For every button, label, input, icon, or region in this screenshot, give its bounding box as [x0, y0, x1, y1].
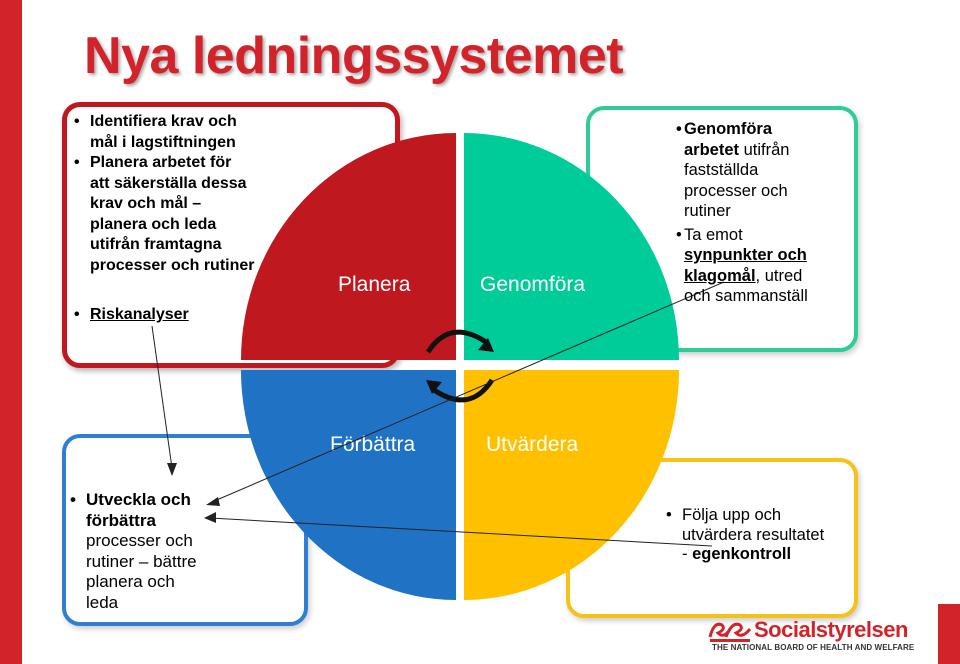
label-forbattra: Förbättra [330, 433, 416, 456]
genomfora-b1-line1: Genomföra [684, 120, 773, 138]
genomfora-text: •Genomföra arbetet utifrån fastställda p… [676, 119, 851, 307]
forbattra-line6: leda [86, 592, 119, 612]
quadrant-genomfora [464, 133, 679, 360]
genomfora-b1-line3: fastställda [684, 161, 759, 179]
bullet-icon: • [74, 154, 80, 171]
genomfora-b1-line5: rutiner [684, 202, 731, 220]
bullet-icon: • [74, 113, 80, 130]
logo-tagline: THE NATIONAL BOARD OF HEALTH AND WELFARE [712, 643, 915, 652]
genomfora-b1-line4: processer och [684, 181, 788, 200]
logo-name: Socialstyrelsen [754, 617, 908, 642]
cycle-arrow-top [425, 329, 488, 354]
forbattra-line1: Utveckla och [86, 490, 191, 509]
cycle-arrow-bottom-head [426, 380, 442, 394]
riskanalyser-label: Riskanalyser [90, 306, 189, 323]
genomfora-b2-line2: synpunkter och [684, 246, 807, 264]
forbattra-line3: processer och [86, 531, 193, 550]
label-utvardera: Utvärdera [486, 433, 579, 456]
planera-b2-line1-bold: Planera arbetet [90, 154, 206, 171]
forbattra-line4: rutiner – bättre [86, 551, 197, 571]
connector-arrowhead-left-1 [206, 497, 220, 506]
planera-b2-line6: processer och rutiner [90, 256, 255, 274]
utvardera-text: • Följa upp och utvärdera resultatet - eg… [666, 506, 858, 565]
planera-b1-line1: Identifiera krav och [90, 113, 237, 130]
planera-b2-line5: utifrån framtagna [90, 236, 222, 253]
connector-arrowhead-left-2 [204, 512, 216, 523]
forbattra-line5: planera och [86, 572, 175, 591]
page-title: Nya ledningssystemet [84, 27, 624, 85]
forbattra-text: • Utveckla och förbättra processer och ru… [70, 490, 230, 613]
genomfora-b1-line2-rest: utifrån [739, 140, 790, 159]
utvardera-line1: Följa upp och [682, 506, 782, 524]
forbattra-line2: förbättra [86, 510, 156, 530]
planera-b1-line2-rest: i lagstiftningen [117, 133, 236, 151]
bullet-icon: • [676, 120, 682, 138]
bullet-icon: • [70, 490, 76, 509]
quadrant-planera [241, 133, 456, 360]
planera-b2-line3: krav och mål – [90, 195, 202, 212]
connector-arrowhead-down [167, 463, 177, 476]
planera-b2-line2: att säkerställa dessa [90, 174, 247, 192]
socialstyrelsen-logo-icon [708, 622, 752, 642]
cycle-arrow-top-head [478, 338, 494, 352]
bullet-icon: • [676, 225, 682, 244]
utvardera-line3-bold: egenkontroll [692, 545, 792, 563]
connector-utvardera-forbattra [209, 517, 713, 547]
planera-b1-line2-bold: mål [90, 133, 118, 151]
bullet-icon: • [74, 306, 80, 323]
planera-b2-line1-rest: för [205, 154, 232, 171]
genomfora-b1-line2-bold: arbetet [684, 140, 740, 159]
utvardera-line3-plain: - [682, 545, 693, 563]
genomfora-b2-line4: och sammanställ [684, 287, 808, 305]
accent-bar-left [0, 0, 22, 664]
utvardera-line2: utvärdera resultatet [682, 525, 825, 544]
forbattra-text-box [62, 434, 308, 626]
socialstyrelsen-logo: Socialstyrelsen THE NATIONAL BOARD OF HE… [708, 617, 914, 657]
planera-riskanalyser: • Riskanalyser [74, 305, 189, 326]
genomfora-b2-line1: Ta emot [684, 225, 743, 244]
planera-text: • Identifiera krav och mål i lagstiftning… [74, 112, 304, 276]
connector-genomfora-forbattra [211, 281, 725, 503]
genomfora-b2-line3-rest: , utred [755, 266, 803, 285]
cycle-arrow-bottom [432, 378, 495, 403]
quadrant-utvardera [464, 370, 679, 600]
planera-b2-line4: planera och leda [90, 215, 217, 233]
bullet-icon: • [666, 506, 672, 524]
connector-riskanalyser-forbattra [151, 325, 173, 469]
quadrant-forbattra [241, 370, 456, 600]
label-genomfora: Genomföra [480, 273, 585, 296]
accent-bar-right [938, 604, 960, 664]
cycle-arrows-icon [425, 329, 495, 403]
label-planera: Planera [338, 273, 411, 296]
genomfora-b2-line3-bold: klagomål [684, 266, 756, 285]
